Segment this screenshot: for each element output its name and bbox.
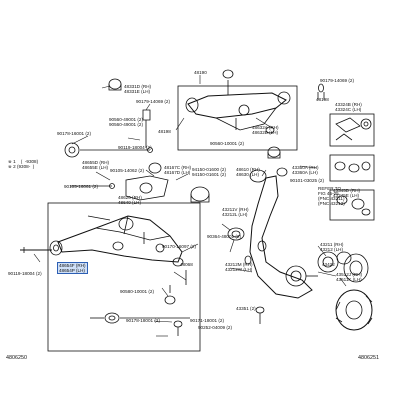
hub-and-cover xyxy=(317,251,373,331)
label-90119-18004-upper: 90119-18004 (2) xyxy=(118,145,152,150)
figure-code-left: 4806250 xyxy=(6,355,27,361)
label-43345: 43345D (RH) 43345E (LH) xyxy=(333,188,361,198)
bushing-kit-box-b xyxy=(329,154,375,182)
label-90178-16001: 90178-16001 (2) xyxy=(57,131,91,136)
date-range-note: ※ 1 ( -9308) ※ 2 (9308- ) xyxy=(8,159,39,169)
label-43324: 43324B (RH) 43324C (LH) xyxy=(335,102,362,112)
label-90101-03025: 90101-03025 (2) xyxy=(290,178,324,183)
label-43422: 43422 xyxy=(322,262,335,267)
label-90105-16061: 90105-16061 (2) xyxy=(64,184,98,189)
bushing-kit-box-a xyxy=(329,113,375,147)
upper-arm-group-box xyxy=(177,85,298,151)
leader-lines xyxy=(33,75,347,337)
label-48632: 48632A (RH) 48632B (LH) xyxy=(252,125,279,135)
label-48198-lower: 48198 xyxy=(158,129,171,134)
label-43212m: 43212M (RH) 43212W (LH) xyxy=(225,262,253,272)
label-48654-highlighted[interactable]: 48654F (RH) 48654P (LH) xyxy=(57,262,88,274)
label-48068: 48068 xyxy=(180,262,193,267)
label-48167: 48167C (RH) 48167D (LH) xyxy=(164,165,192,175)
label-48331: 48331D (RH) 48331E (LH) xyxy=(124,84,152,94)
label-43350: 43350A (RH) 43360A (LH) xyxy=(292,165,319,175)
label-48198-upper: 48198 xyxy=(316,97,329,102)
label-90560-49001: 90560-49001 (2) 90560-49001 (2) xyxy=(109,117,143,127)
label-43211: 43211 (RH) 43212 (LH) xyxy=(320,242,344,252)
label-90364-48001: 90364-48001 (2) xyxy=(207,234,241,239)
figure-code-right: 4806251 xyxy=(358,355,379,361)
label-90171-18001: 90171-18001 (2) xyxy=(190,318,224,323)
label-90252-04009: 90252-04009 (2) xyxy=(198,325,232,330)
label-48190: 48190 xyxy=(194,70,207,75)
label-90178-18001: 90178-18001 (2) xyxy=(126,318,160,323)
bushing-kit-box-c xyxy=(329,189,375,221)
label-90119-18004-lower: 90119-18004 (2) xyxy=(8,271,42,276)
label-90580-10001: 90580-10001 (2) xyxy=(120,289,154,294)
label-94150: 94150-01600 (2) 94150-01601 (2) xyxy=(192,167,226,177)
label-90179-14069-right: 90179-14069 (2) xyxy=(320,78,354,83)
label-43351: 43351 (2) xyxy=(236,306,256,311)
label-90179-14069: 90179-14069 (2) xyxy=(136,99,170,104)
upper-hardware xyxy=(64,69,325,183)
label-90105-14062: 90105-14062 (2) xyxy=(110,168,144,173)
lower-control-arm xyxy=(49,215,187,285)
steering-knuckle xyxy=(227,175,318,324)
label-43211v: 43211V (RH) 43212L (LH) xyxy=(222,207,249,217)
label-48610: 48610 (RH) 48630 (LH) xyxy=(236,167,260,177)
label-refer-fig: REFER TO FIG 45-05 (PNC 43211) (PNC 4321… xyxy=(318,186,345,206)
bushing-kit-parts xyxy=(334,117,372,216)
label-90560-10001-upper: 90560-10001 (2) xyxy=(210,141,244,146)
label-43512: 43512J (RH) 43511K (LH) xyxy=(336,272,363,282)
lower-arm-group-box xyxy=(47,202,201,352)
label-48620: 48620 (RH) 48640 (LH) xyxy=(118,195,142,205)
label-48655: 48655D (RH) 48655E (LH) xyxy=(82,160,110,170)
lower-hardware xyxy=(20,175,210,336)
label-90170-16097: 90170-16097 (2) xyxy=(162,244,196,249)
